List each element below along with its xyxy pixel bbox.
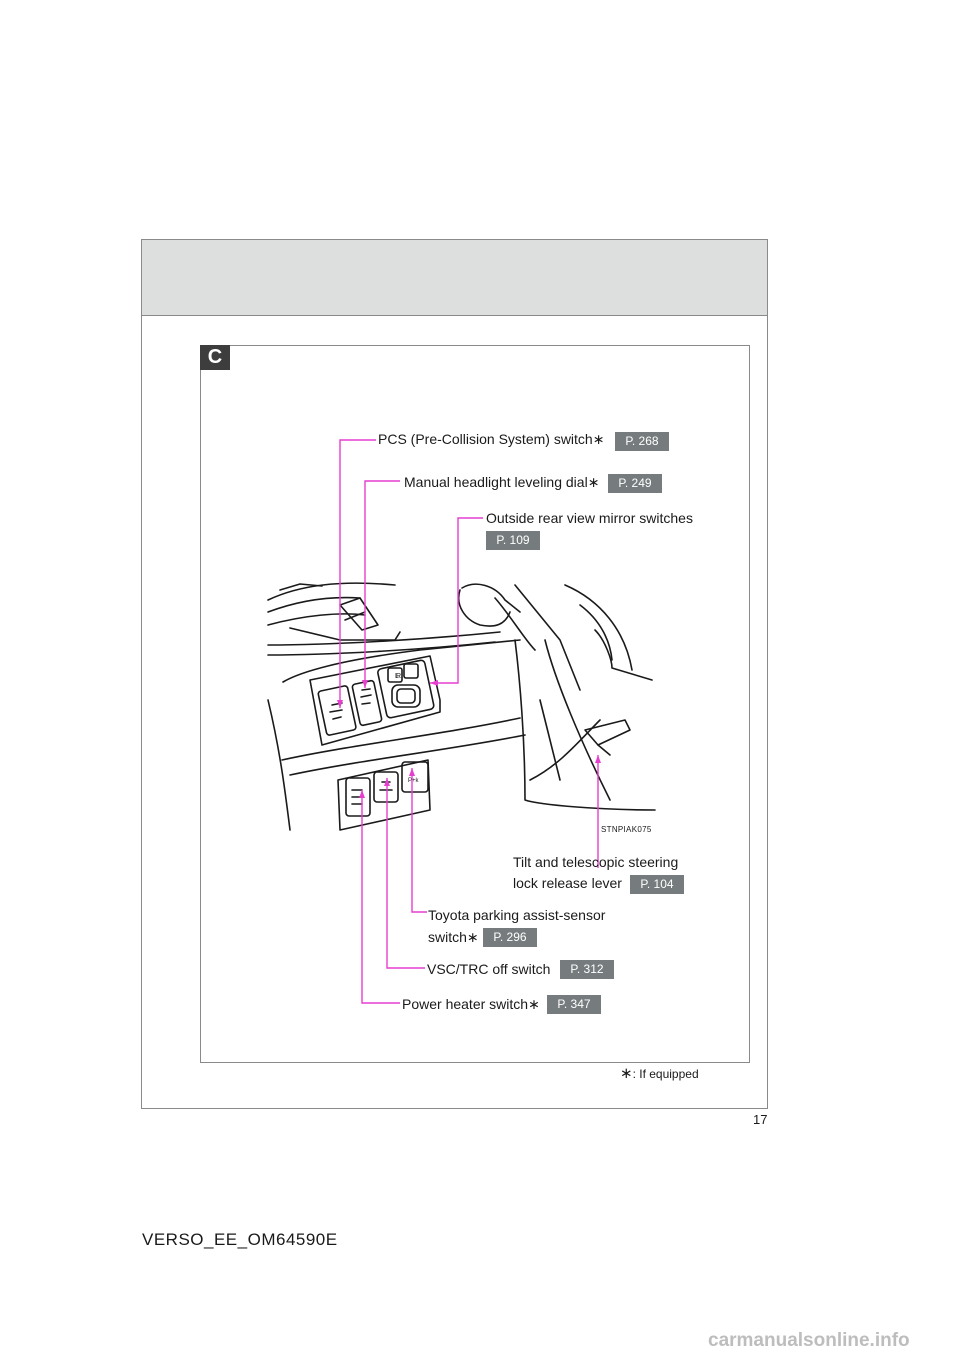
frame-header: [142, 240, 767, 316]
pcs-page-ref: P. 268: [615, 432, 669, 451]
asterisk-icon: ∗: [592, 431, 605, 447]
tilt-page-ref: P. 104: [630, 875, 684, 894]
headlight-dial-label: Manual headlight leveling dial∗: [404, 474, 600, 490]
document-code: VERSO_EE_OM64590E: [142, 1230, 338, 1249]
leader-heater: [361, 790, 400, 1004]
asterisk-icon: ∗: [466, 929, 479, 945]
parking-sensor-label-line2: switch∗: [428, 929, 479, 945]
leader-vsc: [386, 778, 425, 969]
section-tag: C: [200, 345, 230, 370]
heater-switch-label: Power heater switch∗: [402, 996, 540, 1012]
page-number: 17: [753, 1112, 768, 1127]
svg-text:P+k: P+k: [408, 778, 420, 784]
tilt-lever-label-line2: lock release lever: [513, 875, 622, 891]
pcs-switch-label: PCS (Pre-Collision System) switch∗: [378, 431, 605, 447]
asterisk-icon: ∗: [620, 1065, 633, 1082]
asterisk-icon: ∗: [587, 474, 600, 490]
parking-sensor-label-line1: Toyota parking assist-sensor: [428, 907, 606, 923]
watermark: carmanualsonline.info: [708, 1330, 910, 1351]
illustration-code: STNPIAK075: [601, 825, 652, 834]
vsc-page-ref: P. 312: [560, 960, 614, 979]
diagram-box: [200, 345, 750, 1063]
page-frame: [141, 239, 768, 1109]
headlight-page-ref: P. 249: [608, 474, 662, 493]
svg-text:L: L: [395, 673, 399, 680]
asterisk-icon: ∗: [528, 996, 540, 1012]
leader-headlight: [364, 480, 400, 688]
leader-pcs: [339, 439, 376, 708]
mirror-switches-label: Outside rear view mirror switches: [486, 510, 693, 526]
footnote: ∗: If equipped: [620, 1065, 699, 1082]
vsc-switch-label: VSC/TRC off switch: [427, 961, 551, 977]
tilt-lever-label-line1: Tilt and telescopic steering: [513, 854, 679, 870]
parking-page-ref: P. 296: [483, 928, 537, 947]
mirror-page-ref: P. 109: [486, 531, 540, 550]
leader-mirror: [430, 517, 483, 684]
svg-text:R: R: [396, 673, 401, 680]
heater-page-ref: P. 347: [547, 995, 601, 1014]
leader-parking: [411, 768, 427, 913]
